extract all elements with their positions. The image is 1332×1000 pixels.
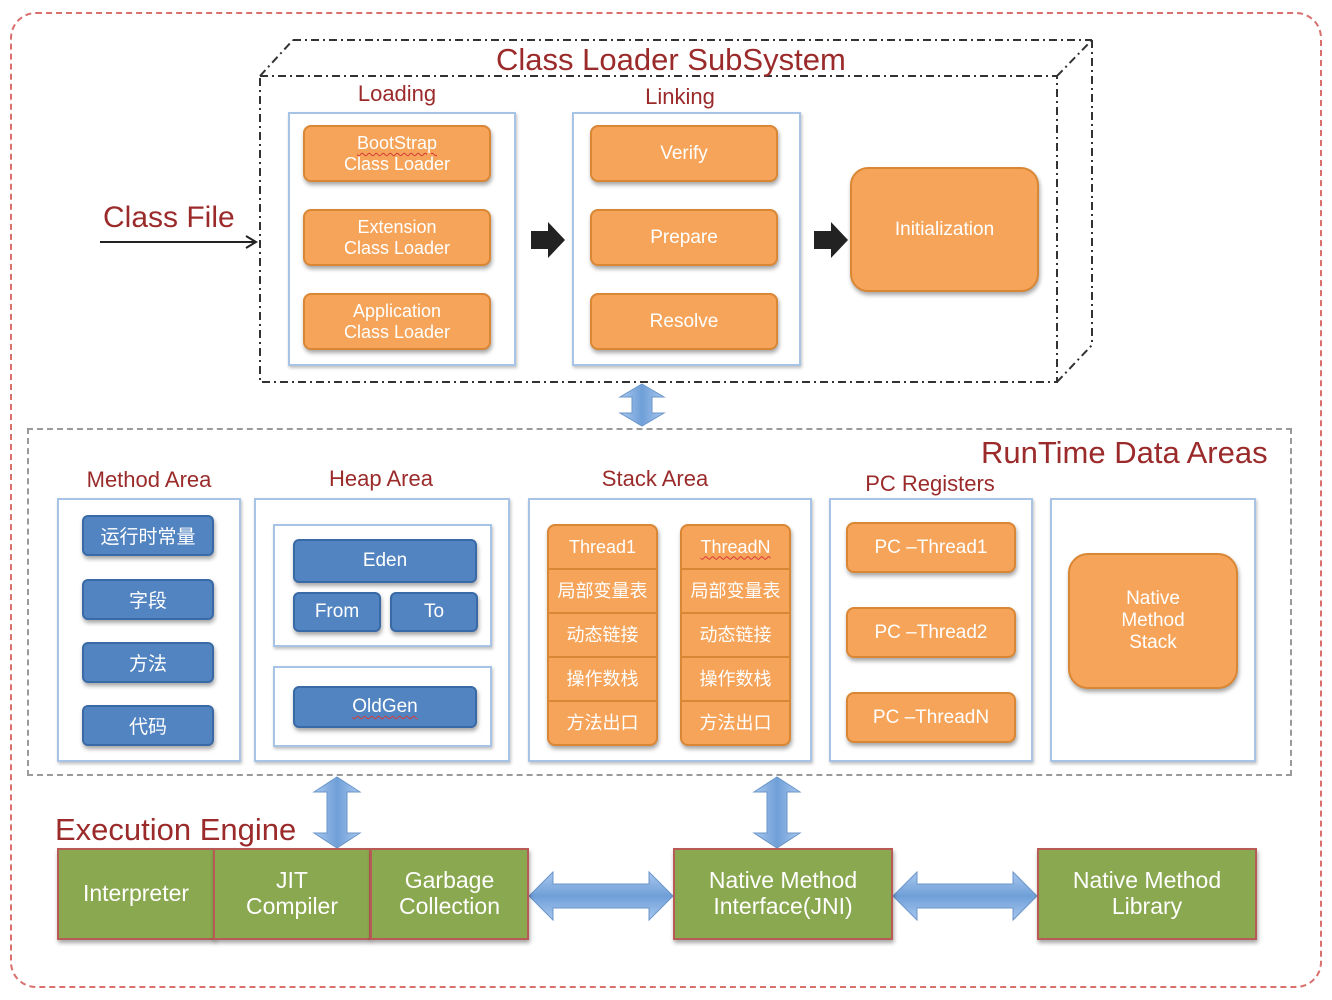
oldgen-text: OldGen bbox=[352, 696, 418, 717]
verify-step: Verify bbox=[590, 125, 778, 182]
stack-area-label: Stack Area bbox=[601, 466, 709, 491]
class-loader-3d-box bbox=[259, 39, 1093, 383]
jni-line1: Native Method bbox=[708, 867, 858, 894]
loading-to-linking-arrow bbox=[531, 222, 565, 258]
native-method-library: Native Method Library bbox=[1037, 848, 1257, 940]
class-file-label: Class File bbox=[103, 201, 235, 234]
thread1-stack: Thread1 局部变量表 动态链接 操作数栈 方法出口 bbox=[547, 524, 658, 746]
bootstrap-class-loader: BootStrap Class Loader bbox=[303, 125, 491, 182]
outer-frame bbox=[10, 12, 1322, 988]
bootstrap-line2: Class Loader bbox=[343, 153, 451, 174]
prepare-step: Prepare bbox=[590, 209, 778, 266]
pc-thread1: PC –Thread1 bbox=[846, 522, 1016, 573]
application-class-loader: Application Class Loader bbox=[303, 293, 491, 350]
runtime-title: RunTime Data Areas bbox=[981, 437, 1268, 468]
threadn-operand-stack: 操作数栈 bbox=[682, 658, 789, 702]
fields-item: 字段 bbox=[82, 579, 214, 620]
runtime-constant-pool: 运行时常量 bbox=[82, 515, 214, 556]
native-lib-line2: Library bbox=[1111, 893, 1183, 919]
code-item: 代码 bbox=[82, 705, 214, 746]
thread1-dynamic-link: 动态链接 bbox=[549, 614, 656, 658]
application-line2: Class Loader bbox=[343, 321, 451, 342]
jit-line1: JIT bbox=[276, 867, 308, 894]
native-stack-line2: Method bbox=[1121, 610, 1185, 632]
thread1-return-addr: 方法出口 bbox=[566, 712, 639, 733]
pc-threadn-text: PC –ThreadN bbox=[872, 706, 990, 728]
native-stack-line1: Native bbox=[1126, 588, 1180, 610]
class-loader-title-text: Class Loader SubSystem bbox=[496, 42, 846, 77]
gc-line1: Garbage bbox=[404, 867, 495, 894]
method-area-label: Method Area bbox=[86, 467, 212, 492]
resolve-step: Resolve bbox=[590, 293, 778, 350]
bootstrap-line1: BootStrap bbox=[356, 132, 438, 153]
eden-space: Eden bbox=[293, 539, 477, 583]
threadn-name-text: ThreadN bbox=[700, 536, 771, 557]
native-lib-line1: Native Method bbox=[1072, 867, 1222, 894]
linking-to-init-arrow bbox=[814, 222, 848, 258]
heap-area-label: Heap Area bbox=[329, 466, 433, 491]
pc-thread2: PC –Thread2 bbox=[846, 607, 1016, 658]
initialization-step: Initialization bbox=[850, 167, 1039, 292]
interpreter: Interpreter bbox=[57, 848, 215, 940]
loading-label: Loading bbox=[357, 81, 437, 106]
jni-line2: Interface(JNI) bbox=[713, 893, 853, 919]
threadn-local-vars: 局部变量表 bbox=[682, 570, 789, 614]
garbage-collection: Garbage Collection bbox=[370, 848, 529, 940]
threadn-stack: ThreadN 局部变量表 动态链接 操作数栈 方法出口 bbox=[680, 524, 791, 746]
linking-label: Linking bbox=[645, 84, 715, 109]
native-stack-line3: Stack bbox=[1129, 631, 1177, 653]
native-method-stack: Native Method Stack bbox=[1068, 553, 1238, 689]
thread1-operand-stack: 操作数栈 bbox=[549, 658, 656, 702]
class-loader-title: Class Loader SubSystem bbox=[496, 44, 846, 75]
jit-compiler: JIT Compiler bbox=[213, 848, 371, 940]
extension-line2: Class Loader bbox=[343, 237, 451, 258]
runtime-frame bbox=[27, 428, 1292, 776]
runtime-title-text: RunTime Data Areas bbox=[981, 435, 1268, 470]
extension-class-loader: Extension Class Loader bbox=[303, 209, 491, 266]
extension-line1: Extension bbox=[357, 216, 437, 237]
pc-registers-label: PC Registers bbox=[865, 471, 995, 496]
jit-line2: Compiler bbox=[245, 893, 339, 919]
thread1-name: Thread1 bbox=[549, 526, 656, 570]
threadn-dynamic-link: 动态链接 bbox=[682, 614, 789, 658]
threadn-name: ThreadN bbox=[682, 526, 789, 570]
pc-threadn: PC –ThreadN bbox=[846, 692, 1016, 743]
native-method-interface: Native Method Interface(JNI) bbox=[673, 848, 893, 940]
methods-item: 方法 bbox=[82, 642, 214, 683]
thread1-local-vars: 局部变量表 bbox=[549, 570, 656, 614]
from-survivor: From bbox=[293, 592, 381, 632]
to-survivor: To bbox=[390, 592, 478, 632]
oldgen-space: OldGen bbox=[293, 686, 477, 728]
threadn-return-addr: 方法出口 bbox=[699, 712, 772, 733]
execution-engine-title: Execution Engine bbox=[55, 812, 297, 847]
class-file-arrow bbox=[100, 235, 258, 249]
application-line1: Application bbox=[352, 300, 442, 321]
gc-line2: Collection bbox=[399, 893, 500, 919]
